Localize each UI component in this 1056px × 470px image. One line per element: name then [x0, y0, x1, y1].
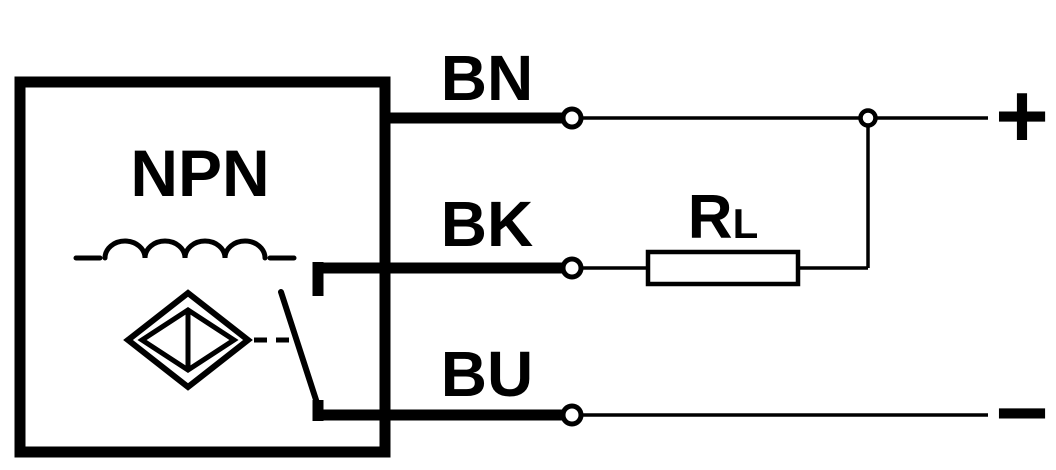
terminal-node-bu — [560, 403, 584, 427]
terminal-node-bk — [560, 256, 584, 280]
wire-label-bu: BU — [441, 338, 533, 410]
load-label-main: R — [688, 183, 733, 252]
negative-terminal-label: − — [995, 362, 1049, 464]
terminal-node-bn — [560, 106, 584, 130]
switch-blade — [278, 289, 321, 409]
load-label-subscript: L — [733, 200, 759, 247]
sensor-diamond-inner-icon — [137, 307, 239, 373]
sensor-type-label: NPN — [130, 136, 269, 210]
load-label: RL — [688, 183, 758, 252]
wire-label-bk: BK — [441, 188, 533, 260]
inductor-coil-icon — [102, 238, 268, 261]
sensor-diamond-symbol — [123, 289, 253, 391]
junction-node — [858, 108, 878, 128]
positive-terminal-label: + — [995, 65, 1049, 167]
load-resistor-body — [645, 249, 801, 287]
wire-label-bn: BN — [441, 42, 533, 114]
